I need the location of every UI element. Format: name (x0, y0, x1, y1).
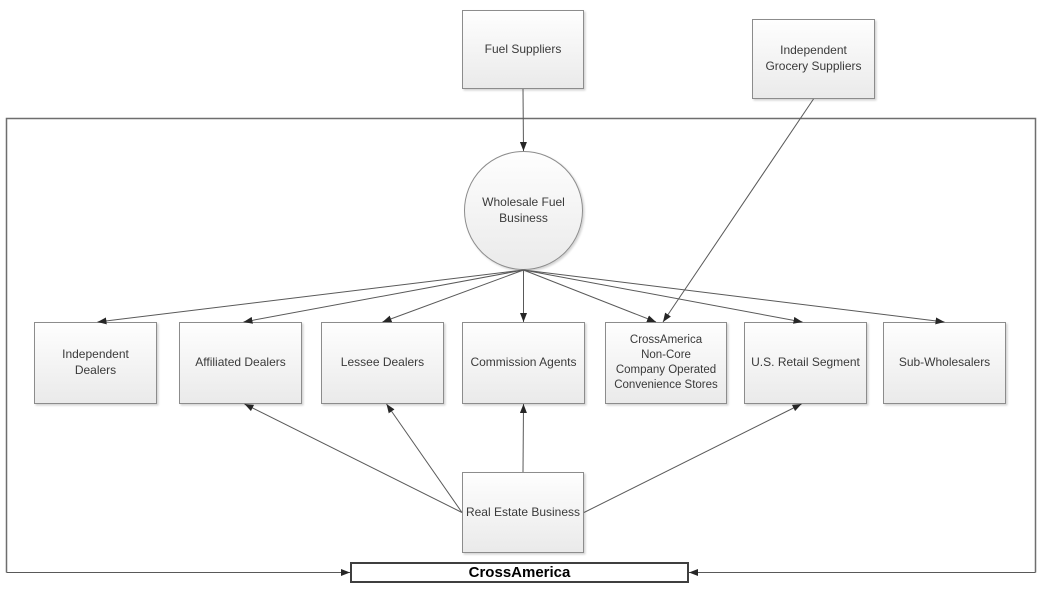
connector-real_estate-to-us_retail (583, 403, 802, 513)
connector-real_estate-to-commission_agents (519, 403, 527, 473)
node-us-retail-segment: U.S. Retail Segment (744, 322, 867, 404)
node-sub-wholesalers: Sub-Wholesalers (883, 322, 1006, 404)
node-crossamerica-title-bar: CrossAmerica (350, 562, 689, 583)
connector-fuel_suppliers-to-wholesale_fuel (519, 88, 527, 152)
node-noncore-convenience-stores: CrossAmerica Non-Core Company Operated C… (605, 322, 727, 404)
connector-wholesale_fuel-to-affiliated_dealers (243, 269, 524, 324)
connector-wholesale_fuel-to-sub_wholesalers (523, 269, 945, 325)
connector-wholesale_fuel-to-us_retail (523, 269, 803, 324)
node-fuel-suppliers: Fuel Suppliers (462, 10, 584, 89)
node-affiliated-dealers: Affiliated Dealers (179, 322, 302, 404)
connector-wholesale_fuel-to-lessee_dealers (382, 269, 524, 323)
connector-real_estate-to-affiliated_dealers (244, 403, 463, 513)
node-wholesale-fuel-business: Wholesale Fuel Business (464, 151, 583, 270)
connector-wholesale_fuel-to-noncore_stores (523, 269, 657, 323)
node-lessee-dealers: Lessee Dealers (321, 322, 444, 404)
node-real-estate-business: Real Estate Business (462, 472, 584, 553)
connector-grocery_suppliers-to-noncore_stores (662, 98, 814, 323)
connector-wholesale_fuel-to-independent_dealers (97, 269, 524, 325)
node-commission-agents: Commission Agents (462, 322, 585, 404)
node-independent-grocery-suppliers: Independent Grocery Suppliers (752, 19, 875, 99)
connector-real_estate-to-lessee_dealers (386, 403, 463, 513)
node-independent-dealers: Independent Dealers (34, 322, 157, 404)
